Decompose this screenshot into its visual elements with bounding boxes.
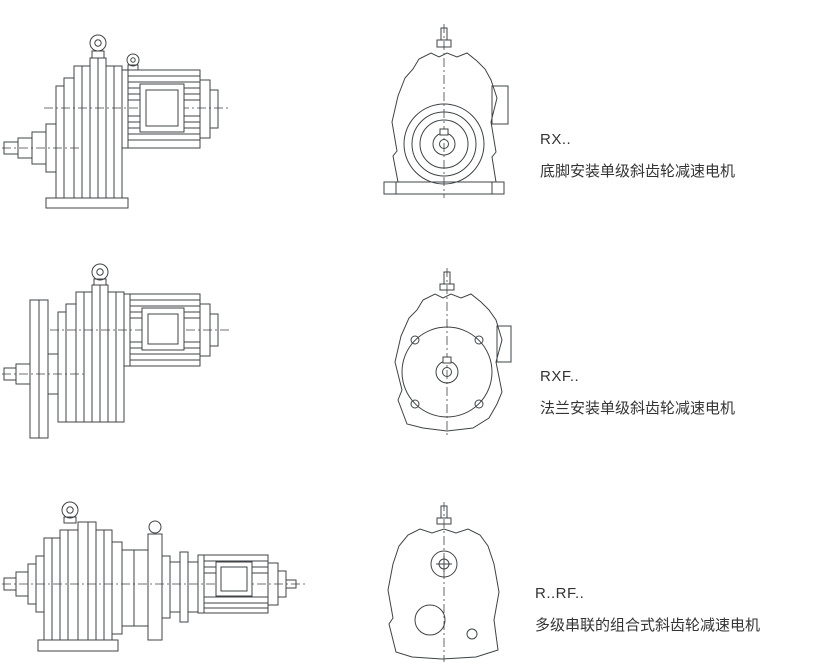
- lifting-eyebolt-icon: [89, 34, 107, 59]
- terminal-box: [139, 83, 185, 133]
- rx-gear-housing: [45, 57, 129, 209]
- product-label-rx: RX.. 底脚安装单级斜齿轮减速电机: [540, 131, 735, 181]
- primary-gear-housing: [37, 521, 119, 652]
- rxf-front-view-drawing: [394, 268, 512, 438]
- flange-bolt-hole: [474, 335, 484, 345]
- flange-face: [401, 326, 493, 418]
- lower-bore-circle: [414, 604, 446, 636]
- product-label-rrf: R..RF.. 多级串联的组合式斜齿轮减速电机: [535, 585, 760, 635]
- rrf-motor: [197, 554, 297, 614]
- foot-base: [383, 181, 505, 195]
- flange-bolt-hole: [474, 399, 484, 409]
- input-shaft-circle: [430, 550, 458, 578]
- rrf-front-view-drawing: [387, 502, 500, 662]
- small-eyebolt-icon: [148, 520, 162, 534]
- rxf-motor: [123, 293, 219, 367]
- product-label-rxf: RXF.. 法兰安装单级斜齿轮减速电机: [540, 368, 735, 418]
- model-code: RX..: [540, 131, 572, 148]
- keyway: [442, 356, 452, 364]
- lifting-eyebolt-icon: [61, 501, 79, 524]
- motor-eyebolt-icon: [126, 53, 140, 67]
- mounting-foot: [37, 639, 119, 652]
- rxf-side-view-drawing: [2, 263, 230, 439]
- lifting-eyebolt-icon: [91, 263, 109, 286]
- adapter-flange: [147, 533, 163, 641]
- rxf-gear-housing: [57, 284, 125, 423]
- terminal-box: [215, 561, 253, 597]
- terminal-box: [141, 307, 185, 351]
- finned-housing-outline: [394, 293, 503, 432]
- rx-side-view-drawing: [2, 34, 230, 209]
- model-code: RXF..: [540, 368, 580, 385]
- plug-circle: [466, 628, 478, 640]
- rrf-side-view-drawing: [2, 501, 308, 652]
- mounting-flange: [29, 299, 59, 439]
- model-code: R..RF..: [535, 585, 585, 602]
- side-boss: [496, 325, 512, 363]
- breather-pin: [436, 27, 452, 48]
- keyway: [439, 128, 449, 136]
- mounting-foot: [45, 197, 129, 209]
- output-shaft-circles: [403, 103, 485, 185]
- flange-bolt-hole: [410, 335, 420, 345]
- model-description: 多级串联的组合式斜齿轮减速电机: [535, 617, 761, 634]
- rx-front-view-drawing: [383, 24, 509, 198]
- side-boss: [491, 85, 509, 125]
- rx-motor: [121, 53, 219, 149]
- finned-housing-outline: [391, 52, 498, 183]
- breather-pin: [436, 505, 452, 525]
- intermediate-stage: [111, 520, 199, 641]
- model-description: 底脚安装单级斜齿轮减速电机: [540, 163, 736, 180]
- breather-pin: [439, 271, 455, 291]
- housing-outline: [387, 528, 500, 660]
- model-description: 法兰安装单级斜齿轮减速电机: [540, 400, 736, 417]
- flange-bolt-hole: [410, 399, 420, 409]
